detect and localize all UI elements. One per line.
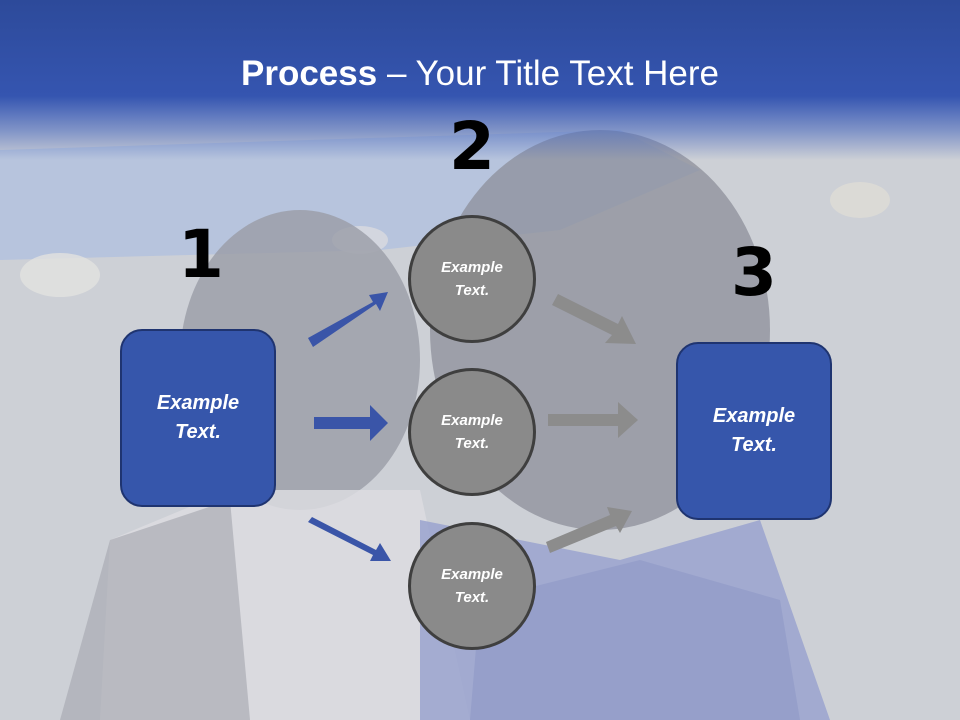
arrow-left-up: [308, 292, 388, 347]
title-bold: Process: [241, 54, 378, 93]
step-3-line2: Text.: [731, 434, 777, 456]
step-number-1: 1: [178, 216, 224, 293]
arrow-left-down: [308, 517, 391, 561]
circle-middle-line2: Text.: [454, 435, 490, 452]
step-1-line1: Example: [156, 392, 240, 414]
page-title: Process – Your Title Text Here: [0, 52, 960, 96]
circle-middle-line1: Example: [441, 412, 503, 429]
circle-bottom-line1: Example: [441, 566, 503, 583]
step-number-3: 3: [731, 234, 777, 311]
step-1-line2: Text.: [175, 421, 221, 443]
arrow-left-mid: [314, 405, 388, 441]
title-rest: – Your Title Text Here: [377, 54, 719, 93]
arrow-right-mid: [548, 402, 638, 438]
title-band: [0, 0, 960, 160]
arrow-right-down: [546, 507, 632, 553]
arrow-right-up: [552, 294, 636, 344]
circle-bottom-line2: Text.: [454, 589, 490, 606]
step-number-2: 2: [449, 108, 495, 185]
circle-top-line1: Example: [441, 259, 503, 276]
circle-top-line2: Text.: [454, 282, 490, 299]
step-3-line1: Example: [712, 405, 796, 427]
